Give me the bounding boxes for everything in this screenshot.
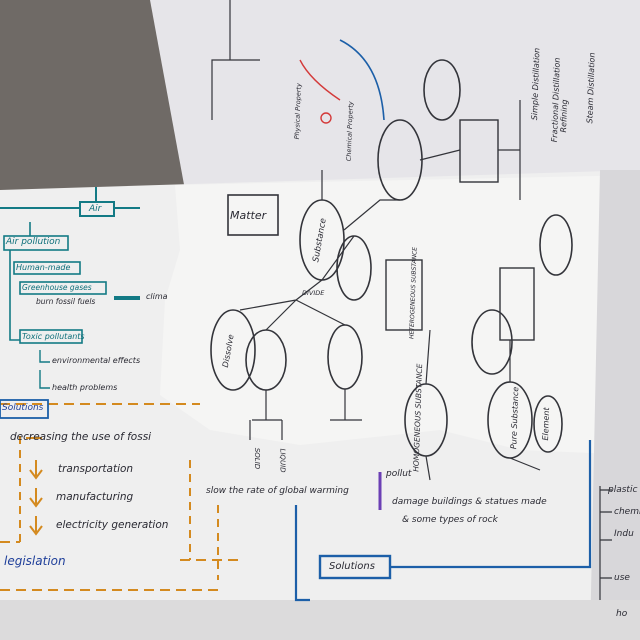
- pollut-label: pollut: [386, 469, 412, 479]
- air-pollution-label: Air pollution: [6, 237, 61, 247]
- element-label: Element: [540, 407, 552, 441]
- environmental-effects-label: environmental effects: [52, 356, 141, 365]
- greenhouse-gases-label: Greenhouse gases: [22, 283, 92, 292]
- matter-label: Matter: [230, 209, 267, 222]
- plastic-label: plastic: [608, 485, 638, 495]
- solutions-bottom-label: Solutions: [329, 561, 375, 572]
- burn-fossil-fuels-label: burn fossil fuels: [36, 297, 96, 306]
- decreasing-label: decreasing the use of fossi: [10, 431, 152, 443]
- some-rock-label: & some types of rock: [402, 515, 498, 525]
- human-made-label: Human-made: [16, 263, 71, 272]
- solid-label: SOLID: [253, 447, 262, 470]
- slow-rate-label: slow the rate of global warming: [206, 486, 349, 496]
- air-label: Air: [89, 204, 102, 214]
- health-problems-label: health problems: [52, 383, 118, 392]
- divide-label: DIVIDE: [302, 289, 325, 297]
- climate-label: clima: [146, 292, 168, 301]
- solutions-left-label: Solutions: [2, 403, 44, 413]
- damage-label: damage buildings & statues made: [392, 497, 547, 507]
- indu-label: Indu: [614, 529, 634, 539]
- legislation-label: legislation: [4, 554, 66, 568]
- electricity-generation-label: electricity generation: [56, 519, 169, 531]
- toxic-pollutants-label: Toxic pollutants: [22, 332, 85, 341]
- transportation-label: transportation: [58, 463, 134, 475]
- ho-label: ho: [616, 609, 628, 619]
- chemi-label: chemi: [614, 507, 640, 517]
- use-label: use: [614, 573, 630, 583]
- liquid-label: LIQUID: [278, 448, 287, 473]
- manufacturing-label: manufacturing: [56, 491, 134, 503]
- chemical-property-label: Chemical Property: [344, 101, 355, 162]
- physical-property-label: Physical Property: [292, 82, 303, 140]
- refining-label: Refining: [558, 99, 570, 133]
